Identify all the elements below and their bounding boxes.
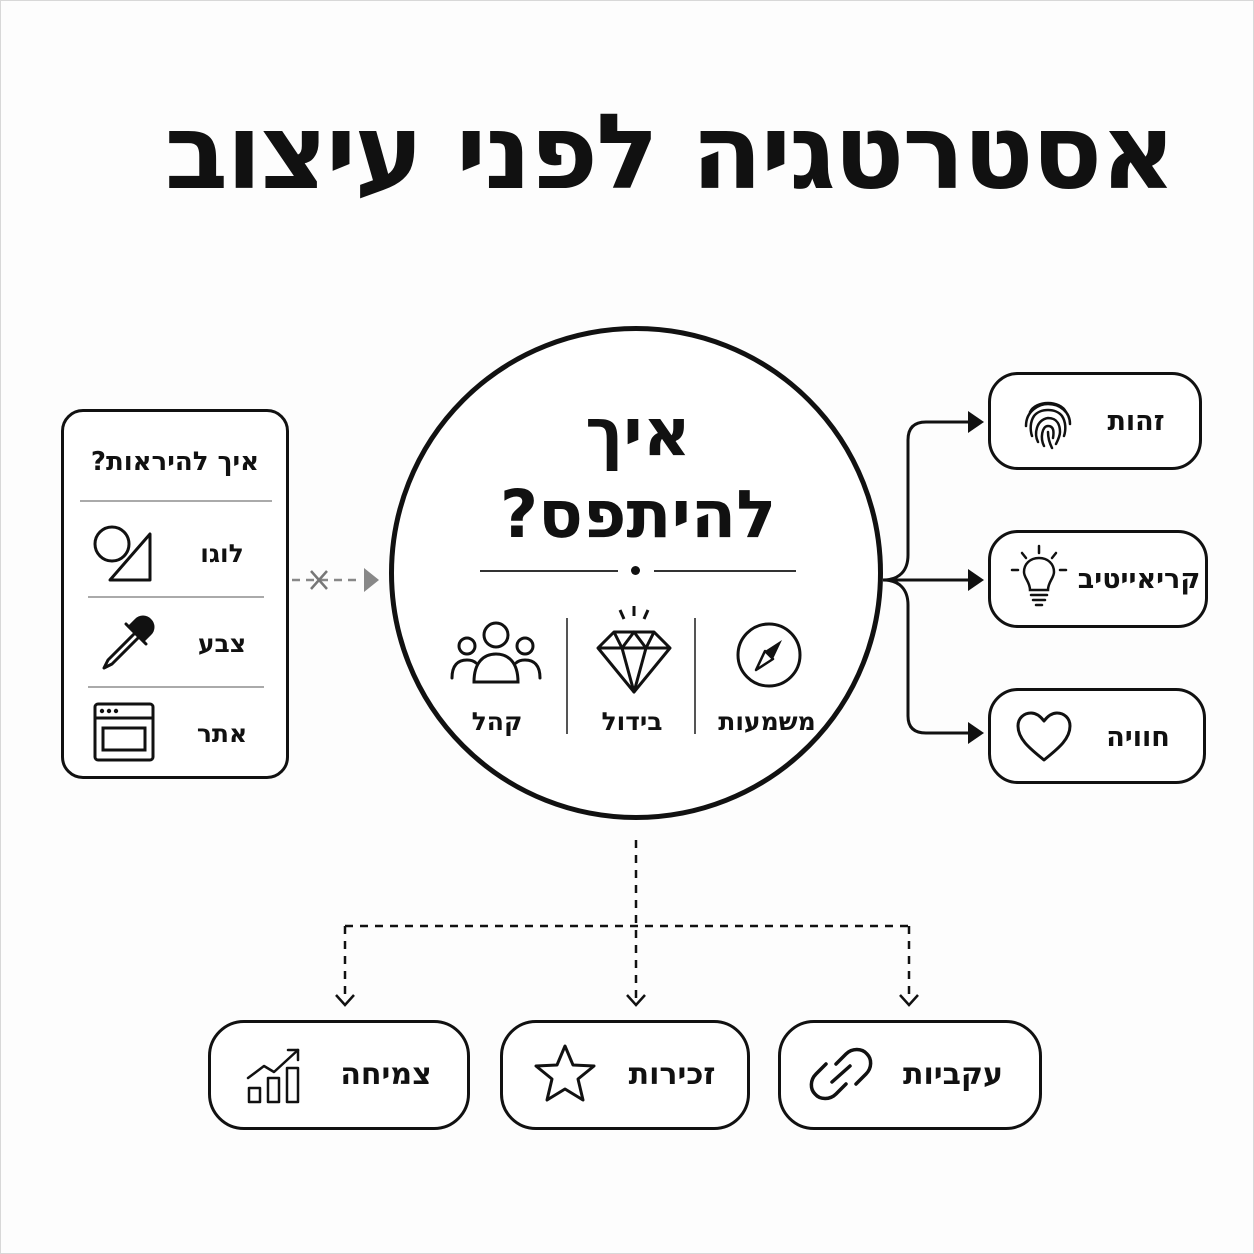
- card-divider: [88, 686, 264, 688]
- center-divider-right: [654, 570, 796, 572]
- pillar-differentiation-label: בידול: [601, 707, 663, 736]
- consistency-pill: [778, 1020, 1042, 1130]
- heart-icon: [1016, 711, 1072, 762]
- pillar-separator: [694, 618, 696, 734]
- arrowhead-experience: [968, 722, 984, 744]
- center-divider-dot: [631, 566, 640, 575]
- memorability-label: זכירות: [628, 1057, 716, 1092]
- consistency-label: עקביות: [903, 1057, 1003, 1092]
- center-divider-left: [480, 570, 618, 572]
- identity-label: זהות: [1107, 406, 1165, 437]
- identity-pill: [988, 372, 1202, 470]
- appearance-item-color-label: צבע: [197, 629, 247, 658]
- arrowhead-creative: [968, 569, 984, 591]
- card-divider: [88, 596, 264, 598]
- appearance-card-title: איך להיראות?: [90, 447, 260, 477]
- growth-chart-icon: [246, 1048, 300, 1104]
- pillar-separator: [566, 618, 568, 734]
- diamond-icon: [596, 606, 672, 694]
- browser-window-icon: [93, 702, 155, 762]
- creative-label: קריאייטיב: [1077, 564, 1201, 595]
- card-divider: [80, 500, 272, 502]
- pillar-meaning-label: משמעות: [718, 707, 816, 736]
- arrowhead-memorability: [626, 994, 646, 1007]
- center-question-line2: להיתפס?: [499, 476, 777, 553]
- bottom-connector: [343, 840, 911, 1000]
- appearance-item-website-label: אתר: [196, 719, 248, 748]
- shapes-icon: [93, 525, 152, 582]
- left-connector: [292, 568, 379, 592]
- eyedropper-icon: [102, 615, 155, 670]
- center-question-line1: איך: [585, 394, 691, 471]
- memorability-pill: [500, 1020, 750, 1130]
- star-icon: [534, 1044, 596, 1102]
- experience-pill: [988, 688, 1206, 784]
- link-icon: [809, 1047, 873, 1101]
- lightbulb-icon: [1010, 544, 1068, 607]
- page-title: אסטרטגיה לפני עיצוב: [164, 91, 1176, 213]
- arrowhead-growth: [335, 994, 355, 1007]
- compass-icon: [736, 622, 802, 688]
- arrowhead-consistency: [899, 994, 919, 1007]
- center-question: איך להיתפס?: [420, 392, 856, 556]
- audience-icon: [450, 621, 542, 684]
- creative-pill: [988, 530, 1208, 628]
- growth-label: צמיחה: [340, 1057, 432, 1092]
- fingerprint-icon: [1024, 401, 1072, 450]
- appearance-item-logo-label: לוגו: [200, 539, 244, 568]
- right-connector: [882, 420, 970, 735]
- arrowhead-identity: [968, 411, 984, 433]
- experience-label: חוויה: [1106, 722, 1170, 753]
- pillar-audience-label: קהל: [471, 707, 523, 736]
